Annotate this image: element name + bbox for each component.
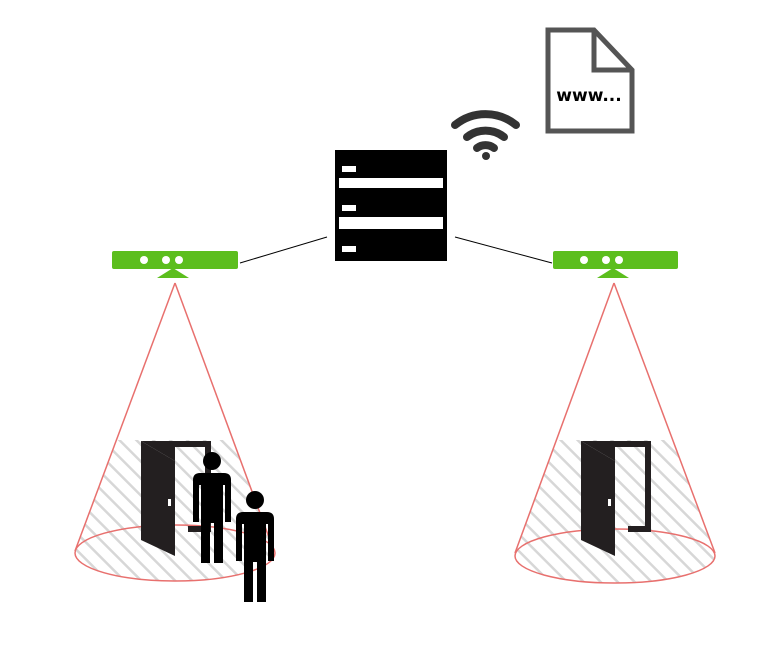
document-label: www... <box>556 86 621 106</box>
web-document-icon: www... <box>545 27 635 134</box>
open-door-icon-right <box>581 441 651 556</box>
person-icon-back <box>236 491 274 602</box>
open-door-icon-left <box>141 441 211 556</box>
depth-sensor-icon-right <box>553 251 678 278</box>
depth-sensor-icon-left <box>112 251 238 278</box>
server-icon <box>335 150 447 261</box>
wifi-icon <box>451 110 520 160</box>
link-right <box>454 236 553 264</box>
person-icon-front <box>193 452 231 563</box>
link-left <box>239 236 328 264</box>
